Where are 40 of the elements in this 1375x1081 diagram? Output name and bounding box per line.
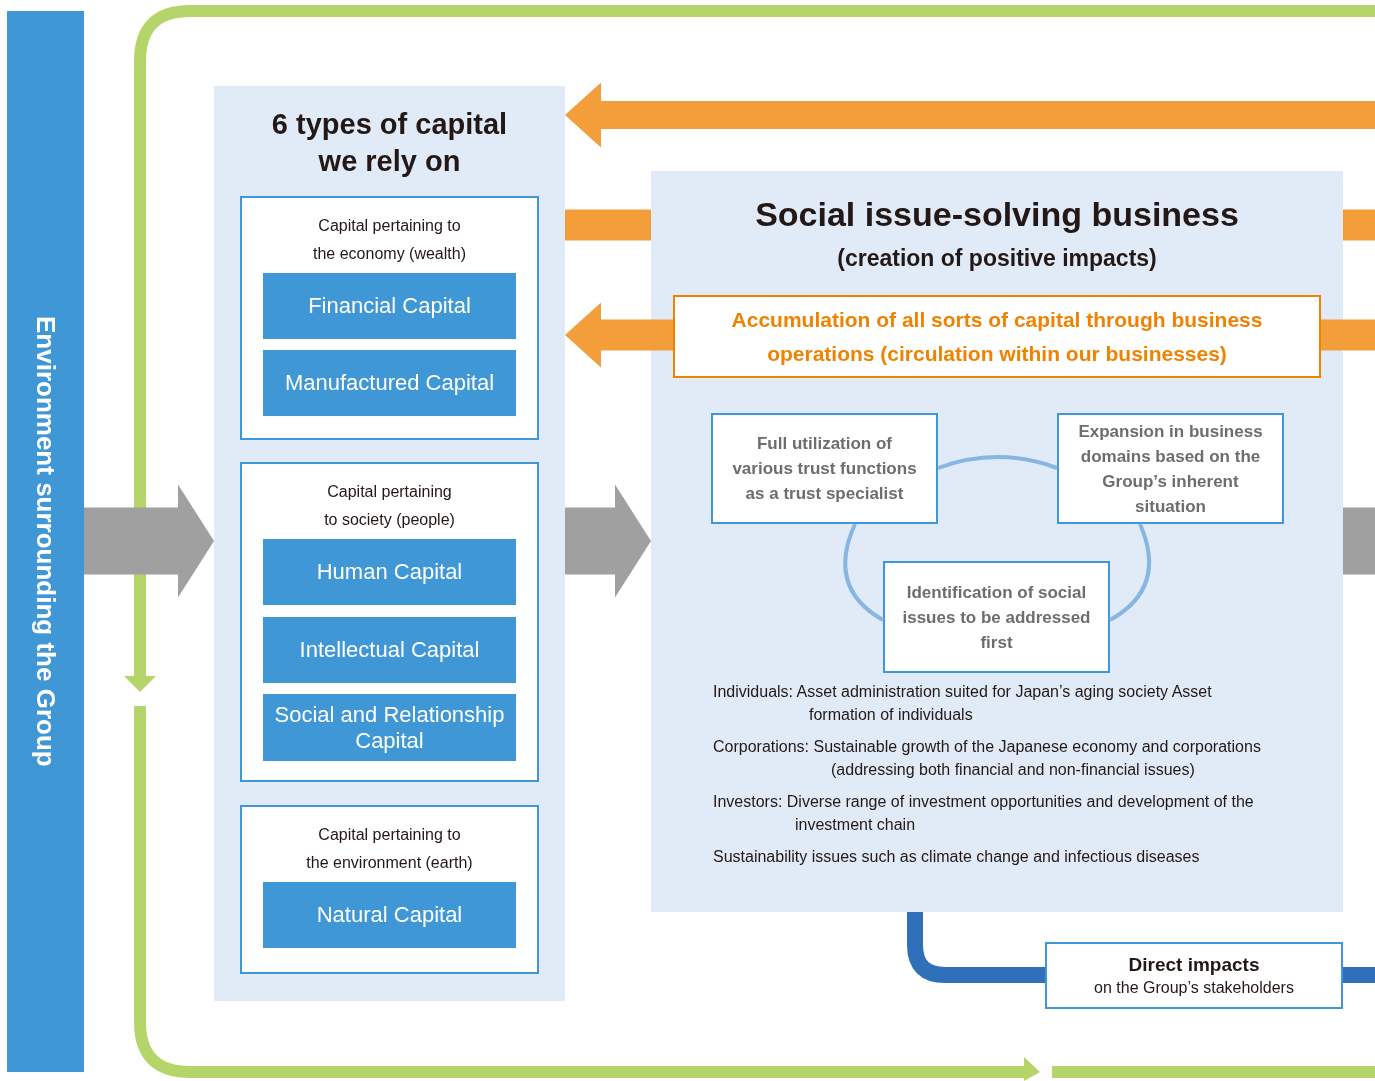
group-heading: Capital pertaining to the environment (earth) bbox=[305, 825, 474, 873]
panel-title: Social issue-solving business bbox=[755, 194, 1239, 235]
business-panel bbox=[651, 171, 1343, 912]
highlight-box: Accumulation of all sorts of capital through business operations (circulation within our businesses) bbox=[673, 295, 1321, 378]
group-heading: Capital pertaining to the economy (wealth) bbox=[312, 216, 467, 264]
issue-item: Corporations: Sustainable growth of the Japanese economy and corporations (addressing both financial and non-financial issues) bbox=[713, 737, 1262, 780]
capital-box: Natural Capital bbox=[263, 882, 516, 948]
group-heading: Capital pertaining to society (people) bbox=[323, 482, 456, 530]
capital-group-box bbox=[240, 196, 539, 440]
capital-box: Financial Capital bbox=[263, 273, 516, 339]
cycle-line bbox=[937, 455, 1058, 470]
capital-panel bbox=[214, 86, 565, 1001]
panel-title: 6 types of capital we rely on bbox=[270, 107, 509, 179]
capital-group-box bbox=[240, 805, 539, 974]
cycle-line bbox=[1343, 209, 1375, 241]
impact-title: Direct impacts bbox=[1128, 952, 1260, 977]
cycle-line bbox=[565, 302, 673, 368]
capital-box: Manufactured Capital bbox=[263, 350, 516, 416]
flow-arrow bbox=[565, 484, 651, 598]
cycle-line bbox=[1321, 319, 1375, 351]
capital-box: Human Capital bbox=[263, 539, 516, 605]
capital-group-box bbox=[240, 462, 539, 782]
capital-box: Intellectual Capital bbox=[263, 617, 516, 683]
cycle-line bbox=[565, 209, 651, 241]
issue-item: Investors: Diverse range of investment opportunities and development of the investment chain bbox=[713, 792, 1255, 835]
impact-box bbox=[1045, 942, 1343, 1009]
cycle-line bbox=[1343, 967, 1375, 983]
capital-box: Social and Relationship Capital bbox=[263, 694, 516, 761]
impact-subtitle: on the Group’s stakeholders bbox=[1094, 977, 1294, 998]
cycle-line bbox=[843, 523, 885, 622]
issue-item: Sustainability issues such as climate change and infectious diseases bbox=[713, 847, 1201, 867]
banner-label: Environment surrounding the Group bbox=[30, 316, 62, 767]
focus-box: Identification of social issues to be addressed first bbox=[883, 561, 1110, 673]
focus-box: Expansion in business domains based on the Group’s inherent situation bbox=[1057, 413, 1284, 524]
panel-subtitle: (creation of positive impacts) bbox=[837, 244, 1157, 273]
cycle-line bbox=[565, 82, 1375, 148]
cycle-line bbox=[1108, 523, 1151, 622]
side-banner bbox=[7, 11, 84, 1072]
focus-box: Full utilization of various trust functions as a trust specialist bbox=[711, 413, 938, 524]
issue-item: Individuals: Asset administration suited for Japan’s aging society Asset formation of individuals bbox=[713, 682, 1213, 725]
